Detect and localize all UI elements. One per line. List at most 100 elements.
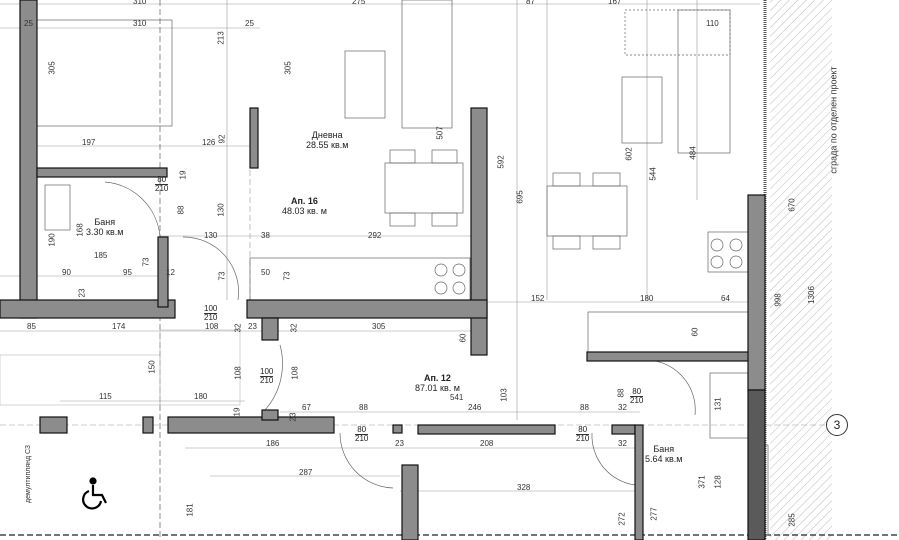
dimension-label: 131 <box>713 397 723 411</box>
wall <box>470 107 488 356</box>
wall <box>0 299 176 319</box>
walls <box>0 0 766 540</box>
apartment-12: Ап. 12 87.01 кв. м <box>415 373 460 393</box>
room-area: 5.64 кв.м <box>645 454 683 464</box>
dimension-label: 305 <box>283 61 293 75</box>
coffee-table <box>344 50 386 119</box>
dimension-label: 60 <box>690 327 700 337</box>
parking-grid <box>0 329 241 406</box>
room-name: Баня <box>94 217 116 227</box>
room-area: 3.30 кв.м <box>86 227 124 237</box>
room-living: Дневна 28.55 кв.м <box>306 130 348 150</box>
dimension-label: 73 <box>217 271 227 281</box>
wheelchair-icon <box>82 477 107 510</box>
dimension-label: 246 <box>468 403 482 412</box>
wall <box>157 236 169 308</box>
dimension-label: 507 <box>435 126 445 140</box>
room-name: Баня <box>653 444 675 454</box>
dimension-label: 88 <box>176 205 186 215</box>
wall <box>401 464 419 540</box>
dining-table-2 <box>546 185 628 237</box>
dimension-label: 305 <box>372 322 386 331</box>
dimension-label: 95 <box>123 268 132 277</box>
dimension-label: 32 <box>618 403 627 412</box>
shaft-note: демултиплянд С3 <box>24 445 32 503</box>
wall <box>261 317 279 341</box>
dimension-label: 213 <box>216 31 226 45</box>
dimension-label: 310 <box>133 19 147 28</box>
wall <box>142 416 154 434</box>
dimension-label: 115 <box>99 392 112 401</box>
dimension-label: 310 <box>133 0 147 6</box>
dimension-label: 185 <box>94 251 108 260</box>
dimension-label: 197 <box>82 138 96 147</box>
dimension-label: 19 <box>232 407 242 417</box>
wall <box>417 424 556 435</box>
wall <box>167 416 335 434</box>
dimension-label: 328 <box>517 483 531 492</box>
bed <box>36 19 173 127</box>
dimension-label: 272 <box>617 512 627 526</box>
dimension-label: 108 <box>205 322 219 331</box>
dimension-label: 1306 <box>806 286 816 304</box>
dimension-label: 190 <box>47 233 57 247</box>
dimension-label: 126 <box>202 138 216 147</box>
dimension-label: 60 <box>458 333 468 343</box>
dining-table <box>384 162 464 214</box>
dimension-label: 602 <box>624 147 634 161</box>
dimension-label: 23 <box>395 439 404 448</box>
apartment-name: Ап. 16 <box>290 196 318 206</box>
wall <box>747 194 766 391</box>
dimension-label: 174 <box>112 322 126 331</box>
wall <box>246 299 488 319</box>
dimension-label: 180 <box>194 392 208 401</box>
dimension-label: 23 <box>77 288 87 298</box>
wall <box>39 416 68 434</box>
dimension-label: 592 <box>496 155 506 169</box>
grid-axis-bubble: 3 <box>826 414 848 436</box>
dimension-label: 285 <box>787 513 797 527</box>
dimension-label: 110 <box>706 19 719 28</box>
dimension-label: 275 <box>352 0 366 6</box>
wall <box>392 424 403 434</box>
dimension-label: 167 <box>608 0 622 6</box>
dimension-label: 695 <box>515 190 525 204</box>
dimension-label: 130 <box>204 231 218 240</box>
wall <box>611 424 636 435</box>
dimension-label: 108 <box>290 366 300 380</box>
apartment-area: 48.03 кв. м <box>282 206 327 216</box>
dimension-label: 32 <box>618 439 627 448</box>
dimension-label: 186 <box>266 439 280 448</box>
dimension-label: 544 <box>648 167 658 181</box>
dimension-label: 181 <box>185 503 195 517</box>
dimension-label: 208 <box>480 439 494 448</box>
dimension-label: 541 <box>450 393 464 402</box>
wall <box>634 424 644 540</box>
dimension-label: 38 <box>261 231 270 240</box>
room-bathroom-16: Баня 3.30 кв.м <box>86 217 123 237</box>
dimension-label: 150 <box>147 360 157 374</box>
dimension-label: 108 <box>233 366 243 380</box>
dimension-label: 23 <box>288 412 298 422</box>
washbasin <box>44 184 71 231</box>
dimension-label: 50 <box>261 268 270 277</box>
apartment-16: Ап. 16 48.03 кв. м <box>282 196 327 216</box>
room-bathroom-12: Баня 5.64 кв.м <box>645 444 682 464</box>
sofa-2 <box>677 9 731 154</box>
dimension-label: 90 <box>62 268 71 277</box>
dimension-label: 168 <box>75 223 85 237</box>
wall <box>747 389 766 540</box>
dimension-label: 180 <box>640 294 654 303</box>
dimension-label: 85 <box>27 322 36 331</box>
dimension-label: 92 <box>217 134 227 144</box>
dimension-label: 64 <box>721 294 730 303</box>
dimension-label: 12 <box>166 268 175 277</box>
dimension-label: 998 <box>773 293 783 307</box>
dimension-label: 128 <box>713 475 723 489</box>
wall <box>586 351 753 362</box>
dimension-label: 32 <box>289 323 299 333</box>
